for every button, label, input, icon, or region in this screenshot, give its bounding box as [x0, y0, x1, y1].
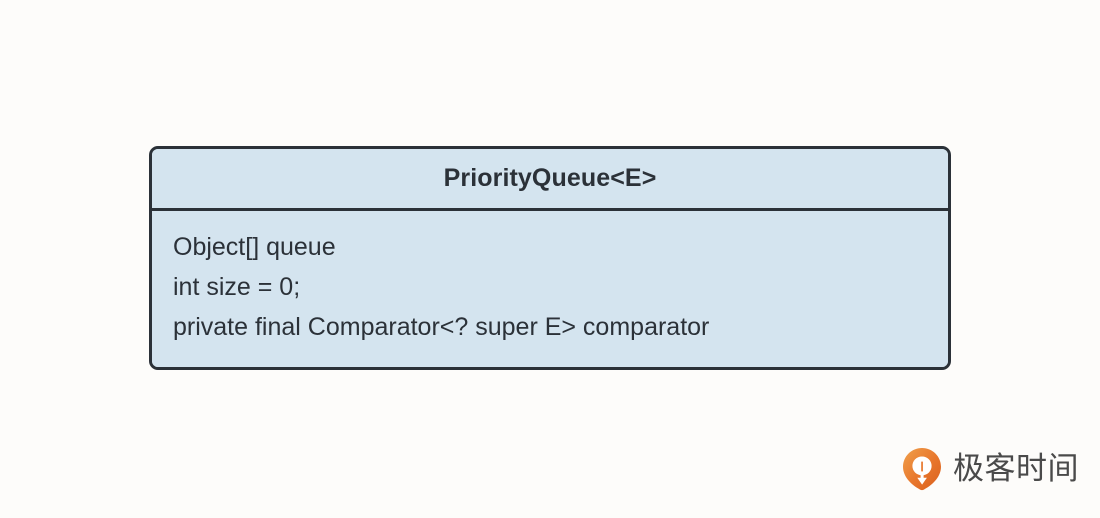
uml-attribute-row: Object[] queue: [173, 233, 336, 261]
watermark: 极客时间: [900, 446, 1079, 492]
uml-class-name: PriorityQueue<E>: [443, 164, 657, 192]
uml-attribute-row: private final Comparator<? super E> comp…: [173, 313, 710, 341]
watermark-label: 极客时间: [953, 450, 1079, 487]
uml-class-box-priorityqueue: PriorityQueue<E> Object[] queue int size…: [149, 146, 951, 370]
uml-class-header: PriorityQueue<E>: [152, 149, 948, 211]
geektime-pin-logo-icon: [900, 446, 944, 492]
uml-attributes-compartment: Object[] queue int size = 0; private fin…: [152, 211, 948, 367]
uml-attribute-row: int size = 0;: [173, 273, 301, 301]
